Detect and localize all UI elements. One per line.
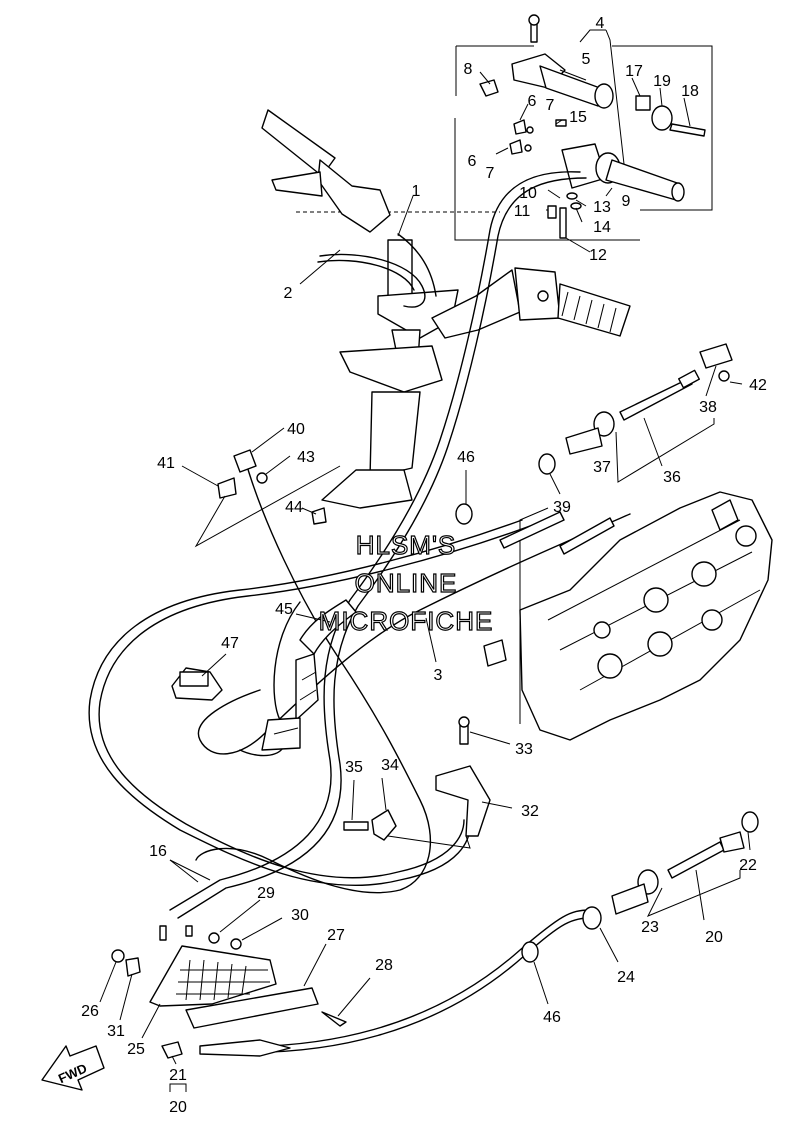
callout-25: 25: [127, 1041, 145, 1058]
callout-12: 12: [589, 247, 607, 264]
callout-24: 24: [617, 969, 635, 986]
watermark-line-2: ONLINE: [355, 568, 458, 598]
callout-labels: 1 2 3 4 5 6 6 7 7 8 9 10 11 12 13 14 15 …: [81, 15, 767, 1116]
callout-42: 42: [749, 377, 767, 394]
callout-1: 1: [412, 183, 421, 200]
ref-bracket-21: [169, 1083, 187, 1092]
callout-6b: 6: [468, 153, 477, 170]
callout-33: 33: [515, 741, 533, 758]
callout-5: 5: [582, 51, 591, 68]
callout-34: 34: [381, 757, 399, 774]
callout-19: 19: [653, 73, 671, 90]
upper-detail-frame: [454, 45, 713, 241]
callout-30: 30: [291, 907, 309, 924]
callout-9: 9: [622, 193, 631, 210]
fwd-arrow-icon: FWD: [41, 1045, 105, 1091]
callout-14: 14: [593, 219, 611, 236]
callout-7b: 7: [486, 165, 495, 182]
lever-assembly: [111, 925, 347, 1059]
callout-44: 44: [285, 499, 303, 516]
callout-45: 45: [275, 601, 293, 618]
steering-column: [321, 239, 459, 509]
callout-7a: 7: [546, 97, 555, 114]
callout-3: 3: [434, 667, 443, 684]
callout-41: 41: [157, 455, 175, 472]
callout-18: 18: [681, 83, 699, 100]
callout-38: 38: [699, 399, 717, 416]
callout-43: 43: [297, 449, 315, 466]
watermark-line-1: HLSM'S: [356, 530, 457, 560]
throttle-parts: [479, 14, 706, 239]
callout-4: 4: [596, 15, 605, 32]
leader-lines: [99, 29, 751, 1065]
callout-11: 11: [514, 203, 531, 220]
adjuster-parts: [455, 343, 733, 555]
callout-2: 2: [284, 285, 293, 302]
callout-10: 10: [519, 185, 537, 202]
callout-46b: 46: [543, 1009, 561, 1026]
callout-8: 8: [464, 61, 473, 78]
callout-16: 16: [149, 843, 167, 860]
callout-35: 35: [345, 759, 363, 776]
callout-21: 21: [169, 1067, 187, 1084]
cable-paths: [88, 171, 631, 1054]
left-grip: [261, 109, 391, 233]
callout-36: 36: [663, 469, 681, 486]
callout-32: 32: [521, 803, 539, 820]
watermark: HLSM'S ONLINE MICROFICHE: [318, 529, 494, 636]
watermark-line-3: MICROFICHE: [319, 606, 494, 636]
callout-26: 26: [81, 1003, 99, 1020]
cable-wrap: [261, 599, 357, 751]
lever-grid: [176, 959, 270, 1001]
callout-23: 23: [641, 919, 659, 936]
callout-17: 17: [625, 63, 643, 80]
clamp: [171, 667, 223, 701]
lower-right-parts: [199, 811, 759, 1057]
callout-20a: 20: [705, 929, 723, 946]
grip-texture: [561, 291, 617, 333]
callout-31: 31: [107, 1023, 125, 1040]
callout-20b: 20: [169, 1099, 187, 1116]
callout-29: 29: [257, 885, 275, 902]
cable-ends: [217, 449, 327, 525]
engine-block: [483, 491, 773, 741]
callout-28: 28: [375, 957, 393, 974]
right-handlebar: [431, 267, 631, 339]
callout-6a: 6: [528, 93, 537, 110]
callout-13: 13: [593, 199, 611, 216]
callout-47: 47: [221, 635, 239, 652]
bracket: [343, 716, 491, 841]
callout-46a: 46: [457, 449, 475, 466]
callout-27: 27: [327, 927, 345, 944]
callout-39: 39: [553, 499, 571, 516]
callout-37: 37: [593, 459, 611, 476]
callout-15: 15: [569, 109, 587, 126]
callout-40: 40: [287, 421, 305, 438]
callout-22: 22: [739, 857, 757, 874]
